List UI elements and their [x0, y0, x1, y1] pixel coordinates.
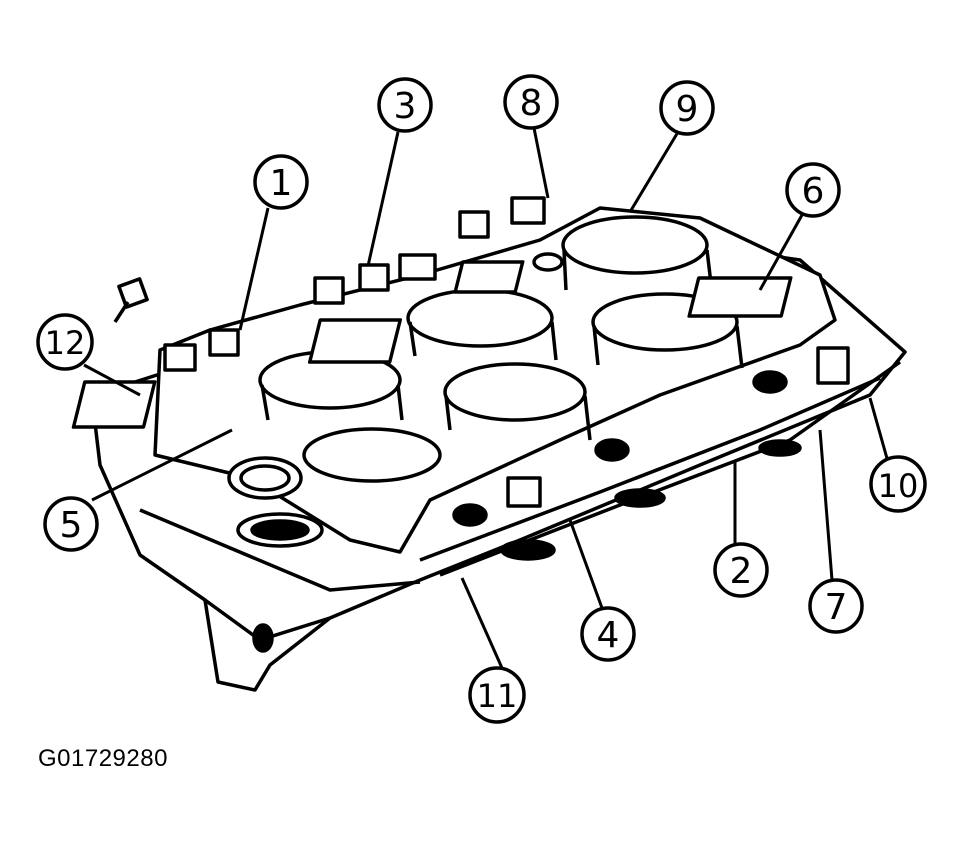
callout-11-label: 11	[477, 677, 518, 715]
callout-3: 3	[377, 77, 433, 133]
callout-4: 4	[580, 606, 636, 662]
callout-2-label: 2	[730, 551, 753, 592]
runner-port-3	[561, 215, 709, 275]
callout-10-label: 10	[878, 467, 919, 505]
runner-port-5	[443, 362, 587, 422]
runner-wall-2	[408, 321, 558, 361]
callout-7: 7	[808, 578, 864, 634]
callout-10: 10	[869, 455, 927, 513]
bottom-fitting-inner	[250, 519, 310, 541]
left-face-line	[139, 508, 421, 592]
callout-12: 12	[36, 313, 94, 371]
callout-9-label: 9	[676, 89, 699, 130]
callout-1-label: 1	[270, 163, 293, 204]
runner-wall-1	[260, 384, 404, 421]
leader-lines	[83, 127, 890, 669]
runner-wall-5	[444, 395, 592, 441]
small-plug-top	[532, 252, 564, 272]
round-port-inner	[239, 464, 291, 492]
callout-8-label: 8	[520, 83, 543, 124]
square-port-left	[71, 380, 157, 429]
callout-2: 2	[713, 542, 769, 598]
front-bolt-bosses	[452, 370, 802, 561]
callout-12-label: 12	[45, 324, 86, 362]
runner-port-2	[406, 288, 554, 348]
callout-8: 8	[503, 74, 559, 130]
runner-port-4	[302, 427, 442, 483]
square-port-right	[687, 276, 793, 318]
figure-id: G01729280	[38, 745, 168, 772]
square-port-top	[453, 260, 525, 294]
callout-6: 6	[785, 162, 841, 218]
callout-7-label: 7	[825, 587, 848, 628]
intake-manifold-drawing	[71, 196, 907, 692]
callout-6-label: 6	[802, 171, 825, 212]
callout-9: 9	[659, 80, 715, 136]
callout-5-label: 5	[60, 505, 83, 546]
square-port-mid	[307, 318, 403, 364]
runner-wall-6	[592, 325, 744, 369]
side-bolt-hole	[252, 623, 274, 653]
callout-3-label: 3	[394, 86, 417, 127]
callout-4-label: 4	[597, 615, 620, 656]
injector-bosses	[163, 196, 850, 508]
callout-11: 11	[468, 666, 526, 724]
front-rail	[419, 376, 881, 562]
callout-5: 5	[43, 496, 99, 552]
sensor-fitting	[113, 277, 149, 323]
callout-1: 1	[253, 154, 309, 210]
